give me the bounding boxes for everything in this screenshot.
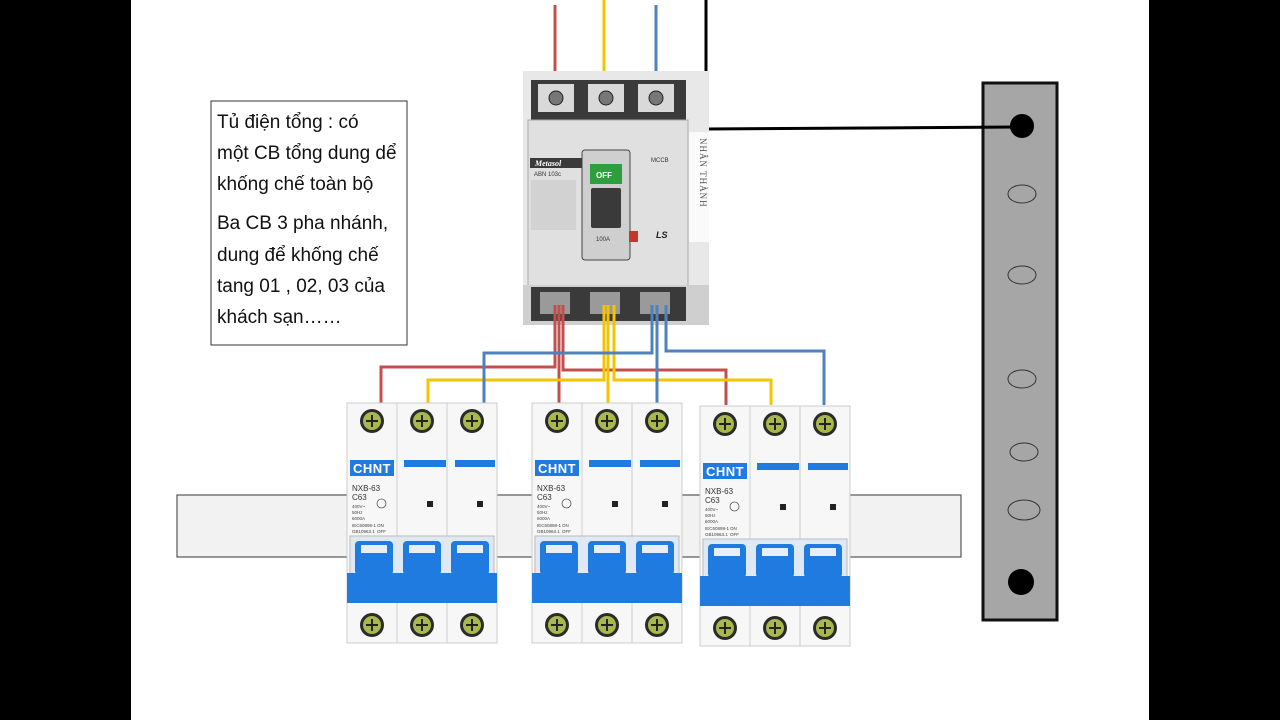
mcb-spec: 400V~: [537, 504, 551, 509]
mcb-spec: 400V~: [705, 507, 719, 512]
mcb-on-off: OFF: [730, 532, 739, 537]
mccb-model: ABN 103c: [534, 172, 561, 178]
mcb-spec: 50Hz: [537, 510, 548, 515]
mcb-spec: 6000A: [352, 516, 365, 521]
note-line: Ba CB 3 pha nhánh,: [217, 213, 388, 234]
note-line: tang 01 , 02, 03 của: [217, 276, 385, 297]
wire-blue-mcb3: [664, 305, 826, 405]
busbar-hole: [1007, 265, 1037, 285]
mcb-standard: GB10963.1: [352, 529, 375, 534]
mcb-on-off: ON: [377, 523, 384, 528]
mcb-blue-base: [700, 576, 850, 606]
wire-red-mcb3: [561, 305, 728, 405]
mcb-indicator: [662, 501, 668, 507]
mcb-spec: 400V~: [352, 504, 366, 509]
wire-yellow-mcb3: [612, 305, 773, 405]
note-line: khách sạn……: [217, 307, 342, 328]
busbar-hole: [1007, 499, 1041, 521]
mccb-type: MCCB: [651, 158, 669, 164]
busbar-hole: [1009, 442, 1039, 462]
mcb-indicator: [477, 501, 483, 507]
note-line: một CB tổng dung dể: [217, 143, 397, 164]
wire-red-mcb1: [379, 305, 557, 405]
mcb-standard: GB10963.1: [537, 529, 560, 534]
mcb-standard: IEC60898-1: [705, 526, 730, 531]
mcb-model: NXB-63: [705, 487, 734, 496]
mcb-blue-base: [347, 573, 497, 603]
mcb-on-off: OFF: [377, 529, 386, 534]
mcb-standard: IEC60898-1: [352, 523, 377, 528]
mcb-blue-base: [532, 573, 682, 603]
busbar-terminal-filled: [1008, 569, 1034, 595]
mcb-indicator: [780, 504, 786, 510]
mcb-rating: C63: [537, 493, 552, 502]
mcb-indicator: [427, 501, 433, 507]
mccb-rating: 100A: [596, 237, 610, 243]
mcb-on-off: ON: [730, 526, 737, 531]
mccb-maker: LS: [656, 230, 668, 240]
mcb-spec: 50Hz: [352, 510, 363, 515]
mcb-on-off: OFF: [562, 529, 571, 534]
main-mccb: Metasol ABN 103c MCCB OFF 100A LS NHÂN T…: [523, 71, 709, 325]
mccb-state: OFF: [596, 171, 612, 180]
mcb-spec: 6000A: [537, 516, 550, 521]
note-box: Tủ điện tổng : có một CB tổng dung dể kh…: [210, 100, 408, 346]
mccb-side-label: NHÂN THÀNH: [698, 138, 708, 208]
busbar-hole: [1007, 369, 1037, 389]
mcb-rating: C63: [705, 496, 720, 505]
wire-blue-mcb1: [482, 305, 654, 405]
mcb-brand: CHNT: [538, 461, 576, 476]
mcb-rating: C63: [352, 493, 367, 502]
mccb-brand: Metasol: [534, 159, 562, 168]
note-line: khống chế toàn bộ: [217, 174, 373, 195]
distribution-wires: [379, 305, 826, 405]
wire-yellow-mcb1: [426, 305, 606, 405]
neutral-busbar: [981, 81, 1059, 622]
mcb-indicator: [612, 501, 618, 507]
mcb-spec: 6000A: [705, 519, 718, 524]
mcb-standard: GB10963.1: [705, 532, 728, 537]
mcb-brand: CHNT: [706, 464, 744, 479]
mcb-model: NXB-63: [352, 484, 381, 493]
mcb-brand: CHNT: [353, 461, 391, 476]
busbar-terminal-filled: [1010, 114, 1034, 138]
busbar-hole: [1007, 184, 1037, 204]
mcb-standard: IEC60898-1: [537, 523, 562, 528]
mcb-model: NXB-63: [537, 484, 566, 493]
mcb-spec: 50Hz: [705, 513, 716, 518]
mcb-indicator: [830, 504, 836, 510]
note-line: dung để khống chế: [217, 245, 379, 266]
branch-mcbs: CHNTNXB-63C63400V~50Hz6000AIEC60898-1GB1…: [346, 402, 851, 647]
note-line: Tủ điện tổng : có: [217, 112, 359, 133]
mcb-on-off: ON: [562, 523, 569, 528]
